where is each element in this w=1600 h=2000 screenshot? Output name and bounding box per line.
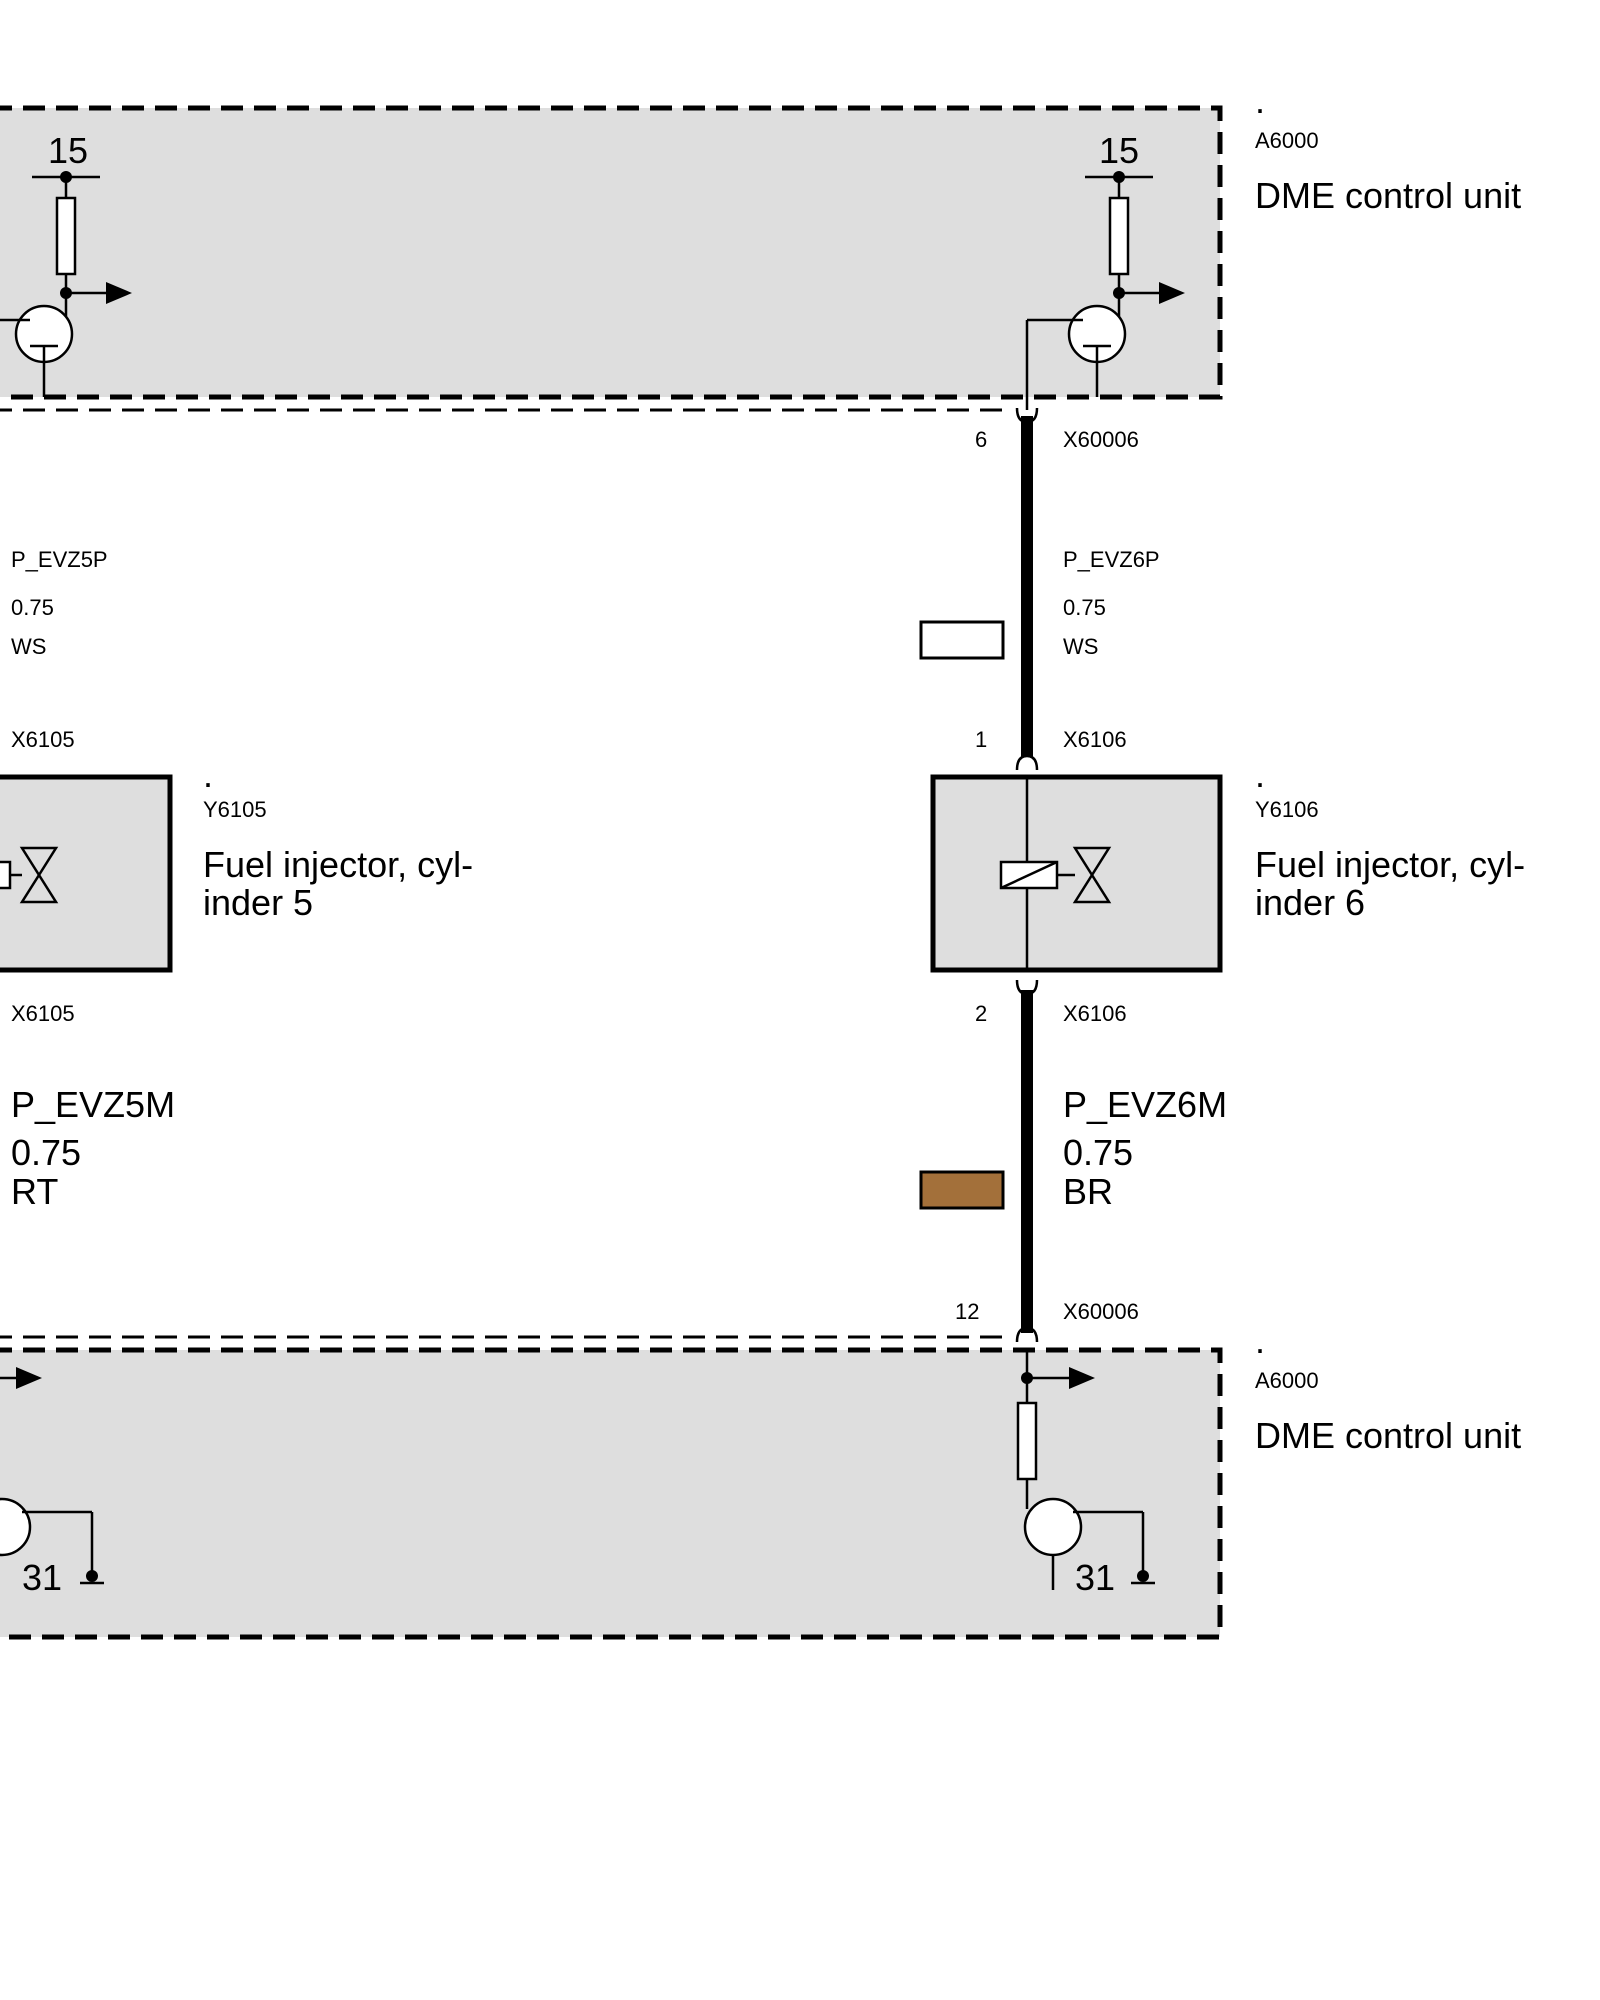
terminal-31-left-label: 31 bbox=[22, 1557, 62, 1598]
connector-bottom-id: X60006 bbox=[1063, 1299, 1139, 1324]
injector-6-box[interactable] bbox=[930, 774, 1223, 973]
connector-pin-icon bbox=[1015, 407, 1039, 424]
dme-bottom-id: A6000 bbox=[1255, 1368, 1319, 1393]
wire-top-left-signal: P_EVZ5P bbox=[11, 547, 108, 572]
valve-icon bbox=[1072, 846, 1112, 904]
valve-icon bbox=[19, 846, 59, 904]
dme-bottom-right-circuit: 31 bbox=[1016, 1350, 1155, 1598]
wire-bottom-right-gauge: 0.75 bbox=[1063, 1132, 1133, 1173]
dme-top-right-circuit: 15 bbox=[1025, 130, 1185, 410]
connector-pin-icon bbox=[1015, 1326, 1039, 1343]
injector-5-box[interactable] bbox=[0, 774, 173, 973]
dme-top-left-circuit: 15 bbox=[0, 130, 132, 397]
connector-inj6-bottom-id: X6106 bbox=[1063, 1001, 1127, 1026]
wire-bottom-left-gauge: 0.75 bbox=[11, 1132, 81, 1173]
connector-bottom-pin: 12 bbox=[955, 1299, 979, 1324]
dme-bottom-name: DME control unit bbox=[1255, 1415, 1521, 1456]
connector-inj6-top-pin: 1 bbox=[975, 727, 987, 752]
wire-bottom-left-color: RT bbox=[11, 1171, 58, 1212]
wire-top-left-color: WS bbox=[11, 634, 46, 659]
connector-top-id: X60006 bbox=[1063, 427, 1139, 452]
ground-icon bbox=[1137, 1570, 1149, 1582]
dme-top-name: DME control unit bbox=[1255, 175, 1521, 216]
injector-6-name-line1: Fuel injector, cyl- bbox=[1255, 844, 1525, 885]
injector-6-dot: . bbox=[1255, 754, 1265, 795]
resistor-icon bbox=[1016, 1401, 1038, 1481]
wire-top-right-signal: P_EVZ6P bbox=[1063, 547, 1160, 572]
wire-bottom-right[interactable] bbox=[1015, 979, 1039, 1343]
wire-top-right[interactable] bbox=[1015, 407, 1039, 771]
connector-inj6-top-id: X6106 bbox=[1063, 727, 1127, 752]
wire-top-right-gauge: 0.75 bbox=[1063, 595, 1106, 620]
wire-color-swatch-br bbox=[919, 1170, 1005, 1210]
dme-top-dot: . bbox=[1255, 80, 1265, 121]
wire-top-left-gauge: 0.75 bbox=[11, 595, 54, 620]
connector-pin-icon bbox=[1015, 754, 1039, 771]
connector-inj6-bottom-pin: 2 bbox=[975, 1001, 987, 1026]
terminal-31-right-label: 31 bbox=[1075, 1557, 1115, 1598]
connector-top-pin: 6 bbox=[975, 427, 987, 452]
injector-5-name-line2: inder 5 bbox=[203, 882, 313, 923]
connector-inj5-top-id: X6105 bbox=[11, 727, 75, 752]
injector-5-name-line1: Fuel injector, cyl- bbox=[203, 844, 473, 885]
dme-bottom-dot: . bbox=[1255, 1320, 1265, 1361]
dme-top-id: A6000 bbox=[1255, 128, 1319, 153]
resistor-icon bbox=[1108, 196, 1130, 276]
connector-pin-icon bbox=[1015, 979, 1039, 996]
wire-top-right-color: WS bbox=[1063, 634, 1098, 659]
wire-bottom-right-color: BR bbox=[1063, 1171, 1113, 1212]
ground-icon bbox=[86, 1570, 98, 1582]
resistor-icon bbox=[55, 196, 77, 276]
transistor-icon bbox=[1023, 1497, 1083, 1557]
terminal-15-left-label: 15 bbox=[48, 130, 88, 171]
dme-bottom-left-circuit: 31 bbox=[0, 1367, 104, 1598]
output-arrow-icon bbox=[16, 1367, 42, 1389]
connector-inj5-bottom-id: X6105 bbox=[11, 1001, 75, 1026]
output-arrow-icon bbox=[1159, 282, 1185, 304]
wire-bottom-left-signal: P_EVZ5M bbox=[11, 1084, 175, 1125]
wire-bottom-right-signal: P_EVZ6M bbox=[1063, 1084, 1227, 1125]
injector-5-id: Y6105 bbox=[203, 797, 267, 822]
injector-6-id: Y6106 bbox=[1255, 797, 1319, 822]
injector-5-dot: . bbox=[203, 754, 213, 795]
terminal-15-right-label: 15 bbox=[1099, 130, 1139, 171]
injector-6-name-line2: inder 6 bbox=[1255, 882, 1365, 923]
output-arrow-icon bbox=[106, 282, 132, 304]
solenoid-icon bbox=[0, 860, 12, 890]
wire-color-swatch-ws bbox=[919, 620, 1005, 660]
dme-top-box[interactable] bbox=[0, 105, 1223, 412]
output-arrow-icon bbox=[1069, 1367, 1095, 1389]
dme-bottom-box[interactable] bbox=[0, 1335, 1223, 1640]
